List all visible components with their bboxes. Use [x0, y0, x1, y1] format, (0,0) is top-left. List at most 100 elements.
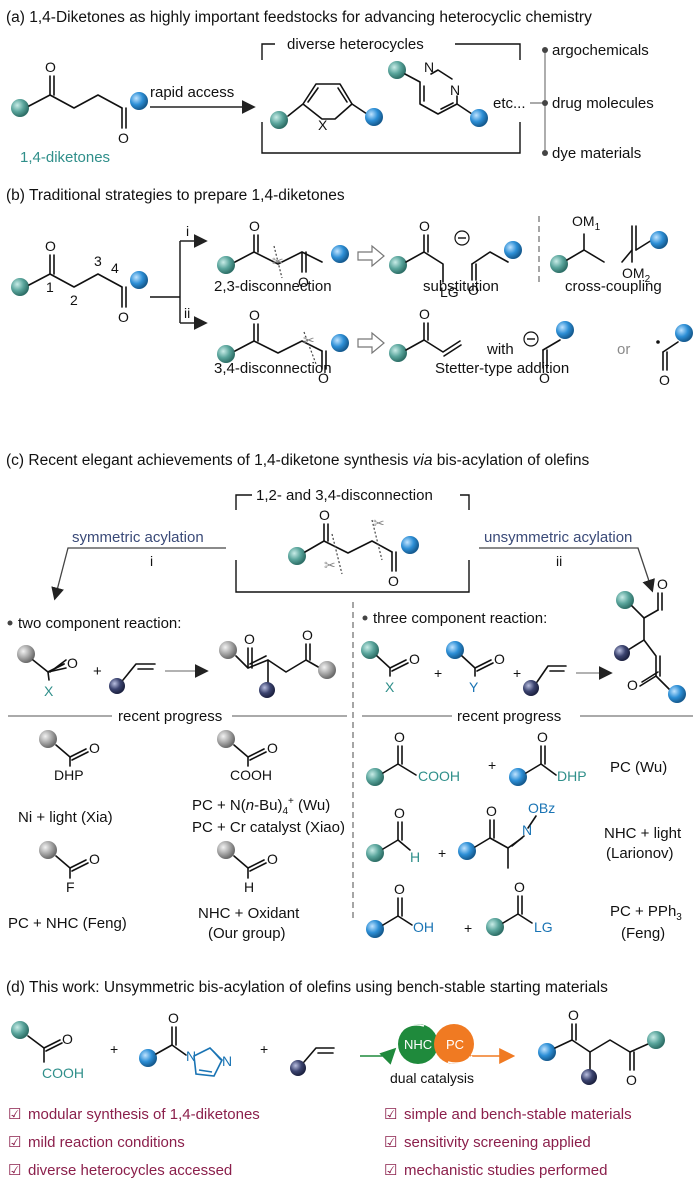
o-atom: O — [388, 573, 399, 589]
blue-ball-icon — [538, 1043, 556, 1061]
cooh-group: COOH — [42, 1065, 84, 1081]
blue-ball-icon — [504, 241, 522, 259]
unsymmetric-diketone-product: O O — [538, 1007, 665, 1088]
etc-label: etc... — [493, 95, 526, 112]
acyl-radical-structure: O — [656, 324, 693, 388]
cooh-group: COOH — [230, 767, 272, 783]
teal-ball-icon — [11, 278, 29, 296]
o-atom: O — [168, 1010, 179, 1026]
pc-wu-label: PC (Wu) — [610, 759, 667, 776]
feature-mechanistic: mechanistic studies performed — [404, 1162, 607, 1179]
blue-ball-icon — [331, 334, 349, 352]
plus-sign: + — [488, 757, 496, 773]
disconnection-box-title: 1,2- and 3,4-disconnection — [256, 487, 433, 504]
o-atom: O — [394, 881, 405, 897]
lg-group: LG — [534, 919, 553, 935]
diketone-structure: O O 1,4-diketones — [11, 59, 148, 166]
o-atom: O — [249, 218, 260, 234]
blue-ball-icon — [366, 920, 384, 938]
pc-catalyst-icon — [434, 1024, 474, 1064]
blue-ball-icon — [470, 109, 488, 127]
blue-ball-icon — [446, 641, 464, 659]
two-component-label: two component reaction: — [18, 615, 181, 632]
recent-progress-right: recent progress — [457, 708, 561, 725]
olefin-reagent — [290, 1047, 335, 1076]
teal-ball-icon — [366, 844, 384, 862]
o-atom: O — [537, 729, 548, 745]
o-atom: O — [45, 59, 56, 75]
nhc-catalyst-icon — [398, 1024, 438, 1064]
o-atom: O — [319, 507, 330, 523]
app-agrochemicals: argochemicals — [552, 42, 649, 59]
route-ii: ii — [184, 305, 190, 321]
blue-ball-icon — [458, 842, 476, 860]
plus-sign: + — [93, 663, 102, 680]
plus-sign: + — [110, 1041, 118, 1057]
o-atom: O — [514, 879, 525, 895]
feature-heterocycles: diverse heterocycles accessed — [28, 1162, 232, 1179]
feature-mild: mild reaction conditions — [28, 1134, 185, 1151]
retrosynthesis-arrow — [357, 331, 385, 355]
gray-ball-icon — [217, 730, 235, 748]
om2-group: OM2 — [622, 265, 651, 285]
route-i: i — [150, 553, 153, 569]
teal-ball-icon — [11, 1021, 29, 1039]
our-group-label-1: NHC + Oxidant — [198, 905, 300, 922]
o-atom: O — [486, 803, 497, 819]
blue-ball-icon — [331, 245, 349, 263]
plus-sign: + — [260, 1041, 268, 1057]
xiao-label: PC + Cr catalyst (Xiao) — [192, 819, 345, 836]
disconnection-34-label: 3,4-disconnection — [214, 360, 332, 377]
teal-ball-icon — [647, 1031, 665, 1049]
larionov-reagents: O H + O N OBz — [366, 800, 555, 869]
enone-structure: O — [389, 306, 462, 362]
cross-coupling-label: cross-coupling — [565, 278, 662, 295]
acyl-anion-structure: O — [523, 321, 574, 386]
teal-ball-icon — [217, 256, 235, 274]
panel-b: (b) Traditional strategies to prepare 1,… — [6, 187, 693, 388]
or-label: or — [617, 341, 630, 358]
o-atom: O — [67, 655, 78, 671]
route-i: i — [186, 223, 189, 239]
carbon-number-3: 3 — [94, 253, 102, 269]
o-atom: O — [267, 851, 278, 867]
teal-ball-icon — [270, 111, 288, 129]
with-label: with — [486, 341, 514, 358]
o-atom: O — [494, 651, 505, 667]
fluoride-group: F — [66, 879, 75, 895]
gray-ball-icon — [318, 661, 336, 679]
feature-list: ☑ modular synthesis of 1,4-diketones ☑ s… — [8, 1106, 632, 1179]
leaving-group-x: X — [44, 683, 54, 699]
carbon-number-4: 4 — [111, 260, 119, 276]
blue-ball-icon — [509, 768, 527, 786]
check-icon: ☑ — [384, 1134, 397, 1151]
heterocycles-title: diverse heterocycles — [287, 36, 424, 53]
scissors-icon: ✂ — [303, 332, 315, 348]
acyl-imidazole-reagent: O N N — [139, 1010, 232, 1077]
blue-ball-icon — [675, 324, 693, 342]
unsymmetric-acylation-label: unsymmetric acylation — [484, 529, 632, 546]
panel-b-heading: (b) Traditional strategies to prepare 1,… — [6, 187, 345, 204]
route-ii: ii — [556, 553, 562, 569]
blue-ball-icon — [650, 231, 668, 249]
o-atom: O — [89, 851, 100, 867]
n-atom: N — [424, 59, 434, 75]
app-drug-molecules: drug molecules — [552, 95, 654, 112]
n-atom: N — [186, 1048, 196, 1064]
panel-c: (c) Recent elegant achievements of 1,4-d… — [6, 452, 693, 942]
teal-ball-icon — [217, 345, 235, 363]
teal-ball-icon — [389, 344, 407, 362]
h-atom: H — [410, 849, 420, 865]
scissors-icon: ✂ — [324, 557, 336, 573]
navy-ball-icon — [523, 680, 539, 696]
dual-catalysis-label: dual catalysis — [390, 1070, 474, 1086]
feng-reagents: O OH + O LG — [366, 879, 553, 938]
disconnection-box — [235, 494, 470, 593]
acyl-dhp-structure: O DHP — [39, 730, 100, 783]
plus-sign: + — [513, 665, 521, 681]
teal-ball-icon — [388, 61, 406, 79]
n-atom: N — [450, 82, 460, 98]
keto-acid-reagent: O COOH — [11, 1021, 84, 1081]
navy-ball-icon — [290, 1060, 306, 1076]
scissors-icon: ✂ — [272, 253, 284, 269]
